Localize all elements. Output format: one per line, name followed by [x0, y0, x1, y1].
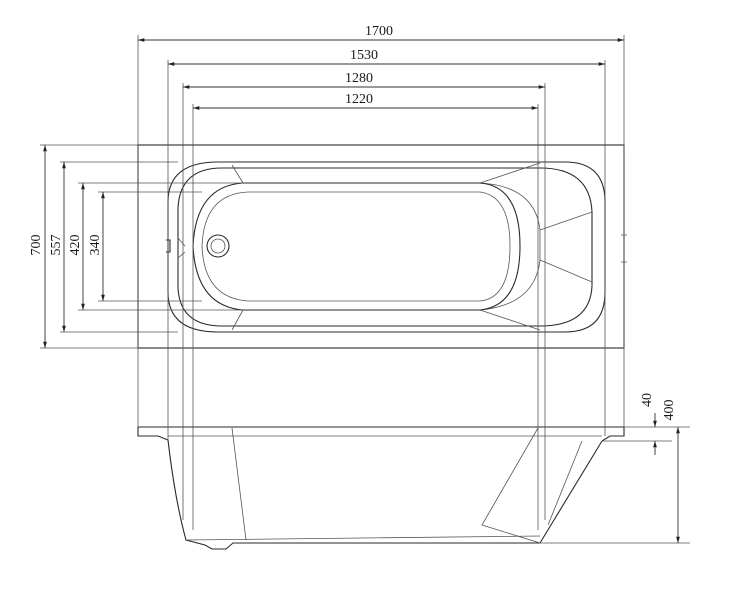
side-inner-right	[481, 427, 541, 544]
label-1220: 1220	[345, 92, 373, 107]
bowl-outer	[177, 167, 593, 327]
side-bottom-line	[185, 535, 541, 541]
bowl-base-inner	[201, 191, 511, 302]
headrest-right	[479, 162, 593, 331]
drain-icon	[206, 234, 230, 258]
label-420: 420	[68, 235, 83, 256]
side-view	[137, 426, 625, 550]
top-view	[137, 144, 627, 349]
label-400: 400	[662, 400, 677, 421]
headrest-right-panel	[479, 182, 541, 311]
extension-lines	[40, 35, 690, 544]
label-40: 40	[640, 393, 655, 407]
side-body	[167, 439, 603, 550]
label-1530: 1530	[350, 48, 378, 63]
dimension-labels: 1700 1530 1280 1220 700 557 420 340 40 4…	[29, 24, 677, 421]
side-rim-left	[137, 427, 169, 441]
dimension-lines	[43, 38, 680, 543]
side-rim	[138, 426, 625, 442]
side-inner-right2	[547, 440, 583, 526]
label-1700: 1700	[365, 24, 393, 39]
label-340: 340	[88, 235, 103, 256]
label-1280: 1280	[345, 71, 373, 86]
label-700: 700	[29, 235, 44, 256]
rim-outline	[167, 161, 606, 333]
label-557: 557	[49, 235, 64, 256]
headrest-left	[177, 164, 244, 331]
side-inner-left	[231, 427, 247, 541]
bowl-base	[192, 182, 521, 311]
drain-inner	[210, 238, 226, 254]
